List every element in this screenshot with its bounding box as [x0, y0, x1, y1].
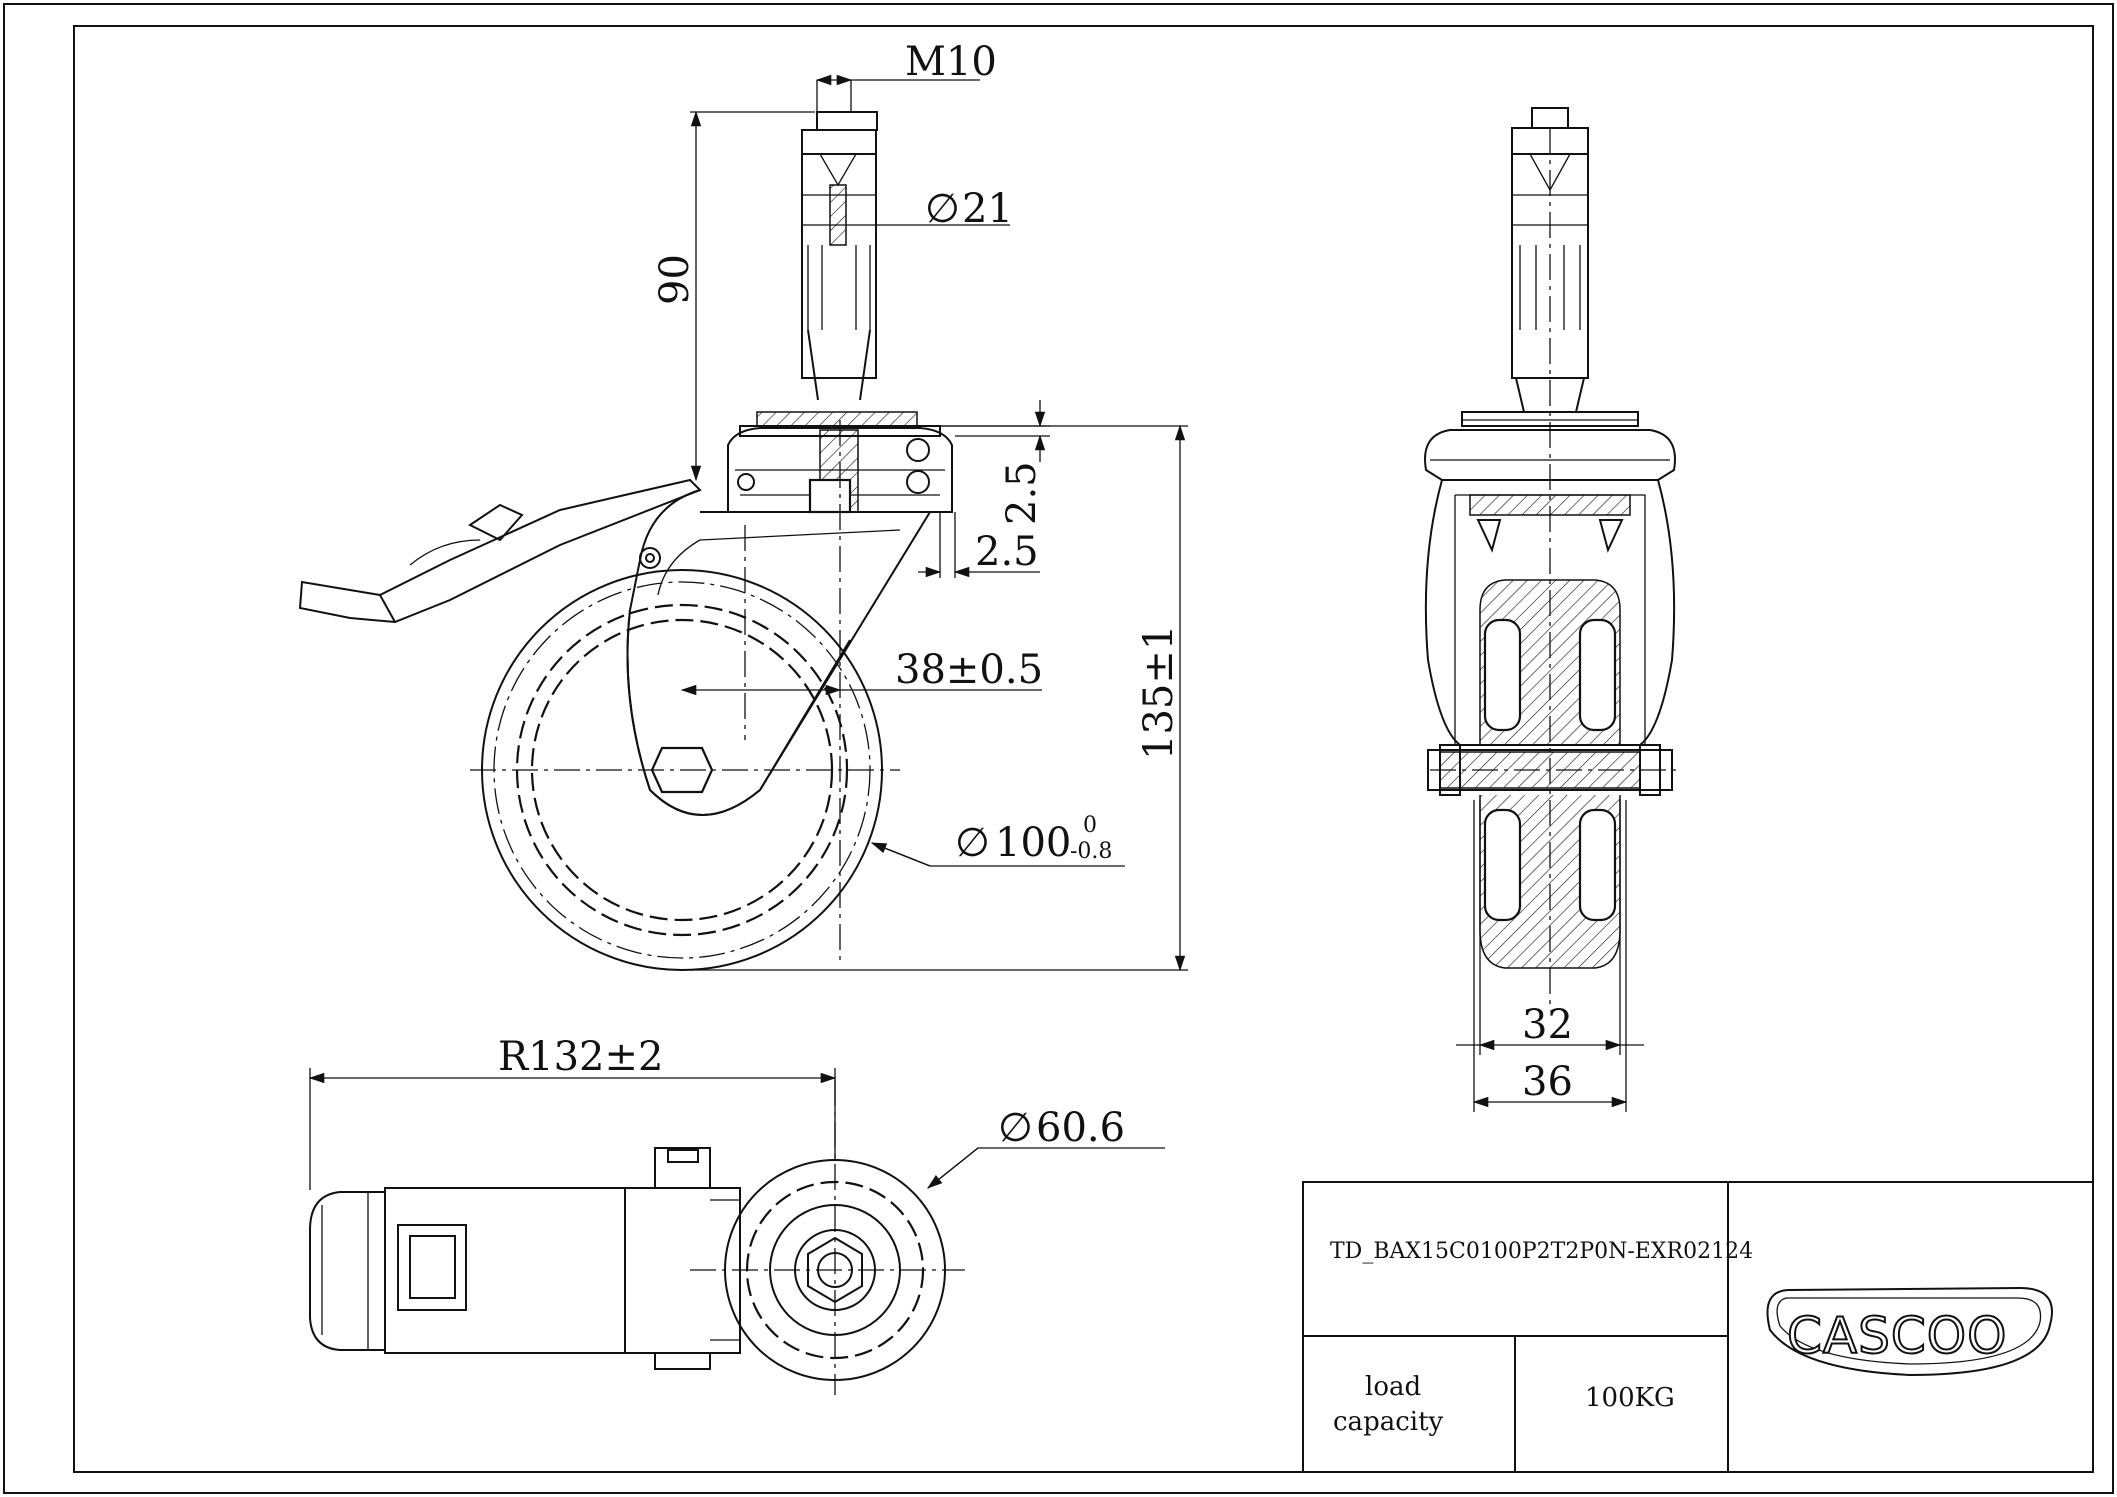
- title-block: TD_BAX15C0100P2T2P0N-EXR02124 load capac…: [1302, 1181, 2094, 1473]
- dim-plate-offset-vertical: 2.5: [999, 461, 1045, 525]
- dim-stem-height: 90: [652, 254, 698, 305]
- dim-tread-width: 32: [1522, 1002, 1573, 1048]
- dim-offset: 38±0.5: [895, 647, 1043, 693]
- dim-total-height: 135±1: [1136, 625, 1182, 760]
- inner-border: [73, 25, 2094, 1473]
- load-value: 100KG: [1585, 1383, 1675, 1413]
- load-label-line2: capacity: [1333, 1407, 1444, 1437]
- side-view: [298, 111, 953, 971]
- dim-hub-diameter: 60.6: [1036, 1105, 1125, 1151]
- dim-overall-width: 36: [1522, 1059, 1573, 1105]
- dim-wheel-tol-upper: 0: [1083, 813, 1097, 838]
- front-view: [1424, 107, 1680, 1010]
- part-number: TD_BAX15C0100P2T2P0N-EXR02124: [1330, 1239, 1753, 1264]
- side-view-dimensions: M10 ∅ 21 90 2.5 2.5 38±0.5 135±1 ∅ 100 0…: [652, 39, 1188, 972]
- top-view: [309, 1080, 965, 1395]
- brand-logo: CASCOO: [1766, 1286, 2053, 1377]
- dim-wheel-diameter-symbol: ∅: [955, 820, 990, 866]
- outer-border: [3, 3, 2114, 1494]
- dim-swivel-radius: R132±2: [498, 1034, 663, 1080]
- load-label-line1: load: [1365, 1372, 1421, 1402]
- dim-hub-diameter-symbol: ∅: [998, 1105, 1033, 1151]
- top-view-dimensions: R132±2 ∅ 60.6: [308, 1034, 1165, 1190]
- dim-stem-diameter-symbol: ∅: [925, 186, 960, 232]
- dim-wheel-tol-lower: -0.8: [1070, 839, 1112, 864]
- dim-stem-diameter: 21: [962, 186, 1013, 232]
- dim-plate-offset-horizontal: 2.5: [975, 529, 1039, 575]
- dim-wheel-diameter: 100: [995, 820, 1071, 866]
- dim-thread: M10: [905, 39, 997, 85]
- logo-text: CASCOO: [1787, 1307, 2007, 1365]
- front-view-dimensions: 32 36: [1456, 800, 1644, 1112]
